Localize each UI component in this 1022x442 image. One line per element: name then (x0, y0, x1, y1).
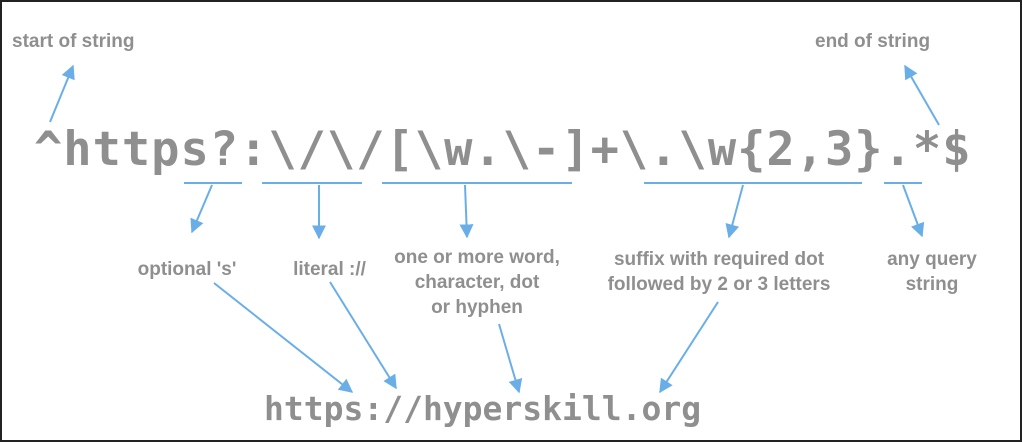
arrow-start (49, 64, 75, 123)
label-start-of-string: start of string (12, 31, 135, 52)
arrow-word-to-url (498, 323, 523, 394)
label-query-string: any query string (887, 249, 977, 295)
example-url: https://hyperskill.org (264, 389, 702, 428)
label-literal: literal :// (293, 259, 366, 280)
arrow-suffix (725, 184, 744, 239)
label-suffix: suffix with required dot followed by 2 o… (607, 249, 831, 295)
arrow-query (902, 184, 925, 238)
label-word-chars: one or more word, character, dot or hyph… (394, 247, 560, 318)
arrow-end (904, 64, 940, 126)
label-optional-s: optional 's' (137, 259, 237, 280)
arrow-word-chars (459, 184, 474, 239)
label-end-of-string: end of string (815, 31, 931, 52)
arrow-literal-to-url (329, 281, 397, 390)
regex-pattern: ^https?:\/\/[\w.\-]+\.\w{2,3}.*$ (34, 122, 972, 177)
arrow-suffix-to-url (659, 301, 719, 394)
arrow-optional-to-url (213, 282, 354, 393)
arrow-optional-s (190, 184, 213, 234)
